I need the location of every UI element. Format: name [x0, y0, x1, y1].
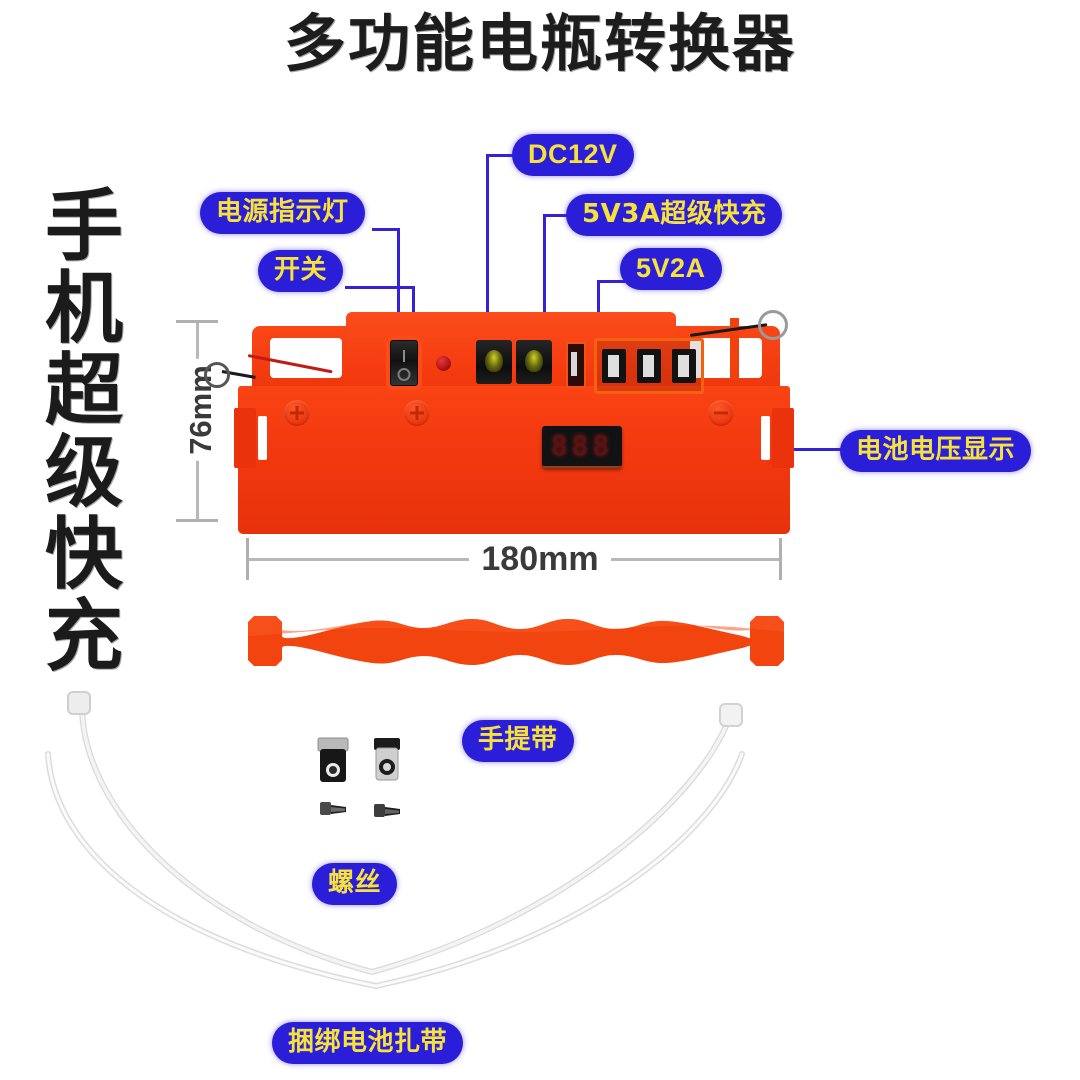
device-main-body [238, 386, 790, 534]
usb-port-fast-charge[interactable] [566, 342, 586, 388]
dimension-width-cap-left [246, 538, 249, 580]
usb-port-2[interactable] [636, 349, 661, 383]
usb-port-group-5v2a[interactable] [594, 338, 704, 394]
screw-right-icon [374, 804, 400, 817]
usb-port-3[interactable] [671, 349, 696, 383]
device-right-post [730, 318, 739, 380]
leader-line-usb-5v2a-h [597, 280, 625, 283]
leader-line-dc12v-h [486, 154, 516, 157]
page-title: 多功能电瓶转换器 [283, 7, 796, 80]
callout-voltage-display[interactable]: 电池电压显示 [840, 430, 1032, 472]
bracket-right-icon [374, 738, 400, 781]
leader-line-power-indicator [397, 230, 400, 358]
callout-power-indicator[interactable]: 电源指示灯 [200, 192, 365, 234]
screw-boss-negative [708, 400, 734, 426]
callout-switch[interactable]: 开关 [258, 250, 344, 292]
device-left-tab [234, 408, 256, 468]
screw-boss-positive [284, 400, 310, 426]
dimension-width-cap-right [779, 538, 782, 580]
device-right-notch [761, 416, 770, 460]
callout-handle-strap[interactable]: 手提带 [462, 720, 574, 762]
device-left-notch [258, 416, 267, 460]
mounting-hardware-image [317, 737, 400, 817]
usb-port-1[interactable] [602, 349, 627, 383]
leader-line-switch-h [345, 286, 415, 289]
ring-terminal-right-icon [758, 310, 788, 340]
dimension-width-label: 180mm [0, 540, 1080, 579]
battery-voltage-display: 888 [542, 426, 622, 468]
callout-cable-tie[interactable]: 捆绑电池扎带 [272, 1022, 464, 1064]
battery-converter-device: 888 [204, 310, 794, 534]
device-right-tab [772, 408, 794, 468]
callout-usb-5v2a[interactable]: 5V2A [620, 248, 722, 290]
dimension-width-value: 180mm [469, 540, 611, 578]
ring-terminal-left-icon [204, 362, 230, 388]
cable-tie-pair-image [45, 691, 745, 990]
leader-line-usb-fast-h [543, 214, 571, 217]
dc12v-jack-1[interactable] [476, 340, 512, 384]
leader-line-power-indicator-h [372, 228, 400, 231]
leader-line-dc12v [486, 156, 489, 356]
callout-screws[interactable]: 螺丝 [312, 863, 398, 905]
handle-strap-image [248, 616, 784, 666]
voltage-digits: 888 [550, 429, 614, 462]
power-switch[interactable] [390, 340, 418, 386]
callout-usb-fast[interactable]: 5V3A超级快充 [566, 194, 783, 236]
dc12v-jack-2[interactable] [516, 340, 552, 384]
bracket-left-icon [317, 737, 349, 782]
vertical-headline: 手机超级快充 [44, 182, 123, 682]
screw-boss-center [404, 400, 430, 426]
screw-left-icon [320, 802, 346, 815]
leader-line-usb-fast [543, 216, 546, 356]
power-indicator-led [436, 356, 451, 371]
dimension-height-cap-bottom [176, 519, 218, 522]
dimension-height-cap-top [176, 320, 218, 323]
callout-dc12v[interactable]: DC12V [512, 134, 634, 176]
